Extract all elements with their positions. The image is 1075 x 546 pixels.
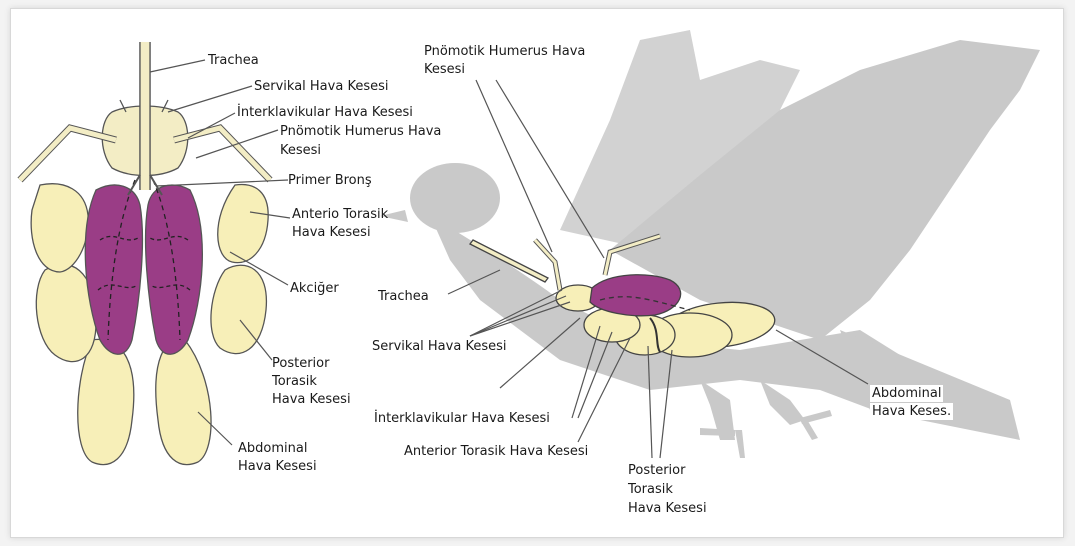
label-abdominal-left-1: Abdominal bbox=[238, 440, 307, 457]
label-posterior-left-3: Hava Kesesi bbox=[272, 391, 351, 408]
label-posterior-right-2: Torasik bbox=[626, 481, 675, 498]
label-abdominal-right-2: Hava Keses. bbox=[870, 403, 953, 420]
label-primer-bronS-left: Primer Bronş bbox=[288, 172, 372, 189]
label-pnomotik-right-1: Pnömotik Humerus Hava bbox=[422, 43, 587, 60]
label-posterior-right-1: Posterior bbox=[626, 462, 687, 479]
label-pnomotik-right-2: Kesesi bbox=[422, 61, 467, 78]
label-akciger-left: Akciğer bbox=[290, 280, 339, 297]
label-posterior-left-2: Torasik bbox=[272, 373, 317, 390]
label-interklavikular-left: İnterklavikular Hava Kesesi bbox=[237, 104, 413, 121]
label-abdominal-right-1: Abdominal bbox=[870, 385, 943, 402]
label-interklavikular-right: İnterklavikular Hava Kesesi bbox=[372, 410, 552, 427]
label-anterio-left-1: Anterio Torasik bbox=[292, 206, 388, 223]
label-anterio-left-2: Hava Kesesi bbox=[292, 224, 371, 241]
label-trachea-left: Trachea bbox=[208, 52, 259, 69]
label-pnomotik-left-1: Pnömotik Humerus Hava bbox=[280, 123, 441, 140]
label-abdominal-left-2: Hava Kesesi bbox=[238, 458, 317, 475]
label-pnomotik-left-2: Kesesi bbox=[280, 142, 321, 159]
label-anterior-right: Anterior Torasik Hava Kesesi bbox=[402, 443, 590, 460]
label-posterior-left-1: Posterior bbox=[272, 355, 329, 372]
label-servikal-right: Servikal Hava Kesesi bbox=[370, 338, 508, 355]
label-posterior-right-3: Hava Kesesi bbox=[626, 500, 709, 517]
label-servikal-left: Servikal Hava Kesesi bbox=[254, 78, 388, 95]
label-trachea-right: Trachea bbox=[378, 288, 429, 305]
